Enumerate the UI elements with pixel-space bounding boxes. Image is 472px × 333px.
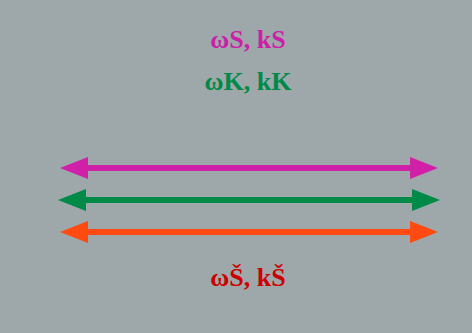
wave-label: ωK, kK <box>205 68 292 97</box>
orange-arrow <box>60 221 438 243</box>
wave-label: ωS, kS <box>210 26 285 55</box>
wave-circle: ωS, kS ωK, kK ωŠ, kŠ <box>58 0 438 333</box>
blue-panel <box>30 40 472 333</box>
magenta-arrow <box>60 157 438 179</box>
wave-label: ωŠ, kŠ <box>210 264 285 293</box>
green-arrow <box>58 189 440 211</box>
